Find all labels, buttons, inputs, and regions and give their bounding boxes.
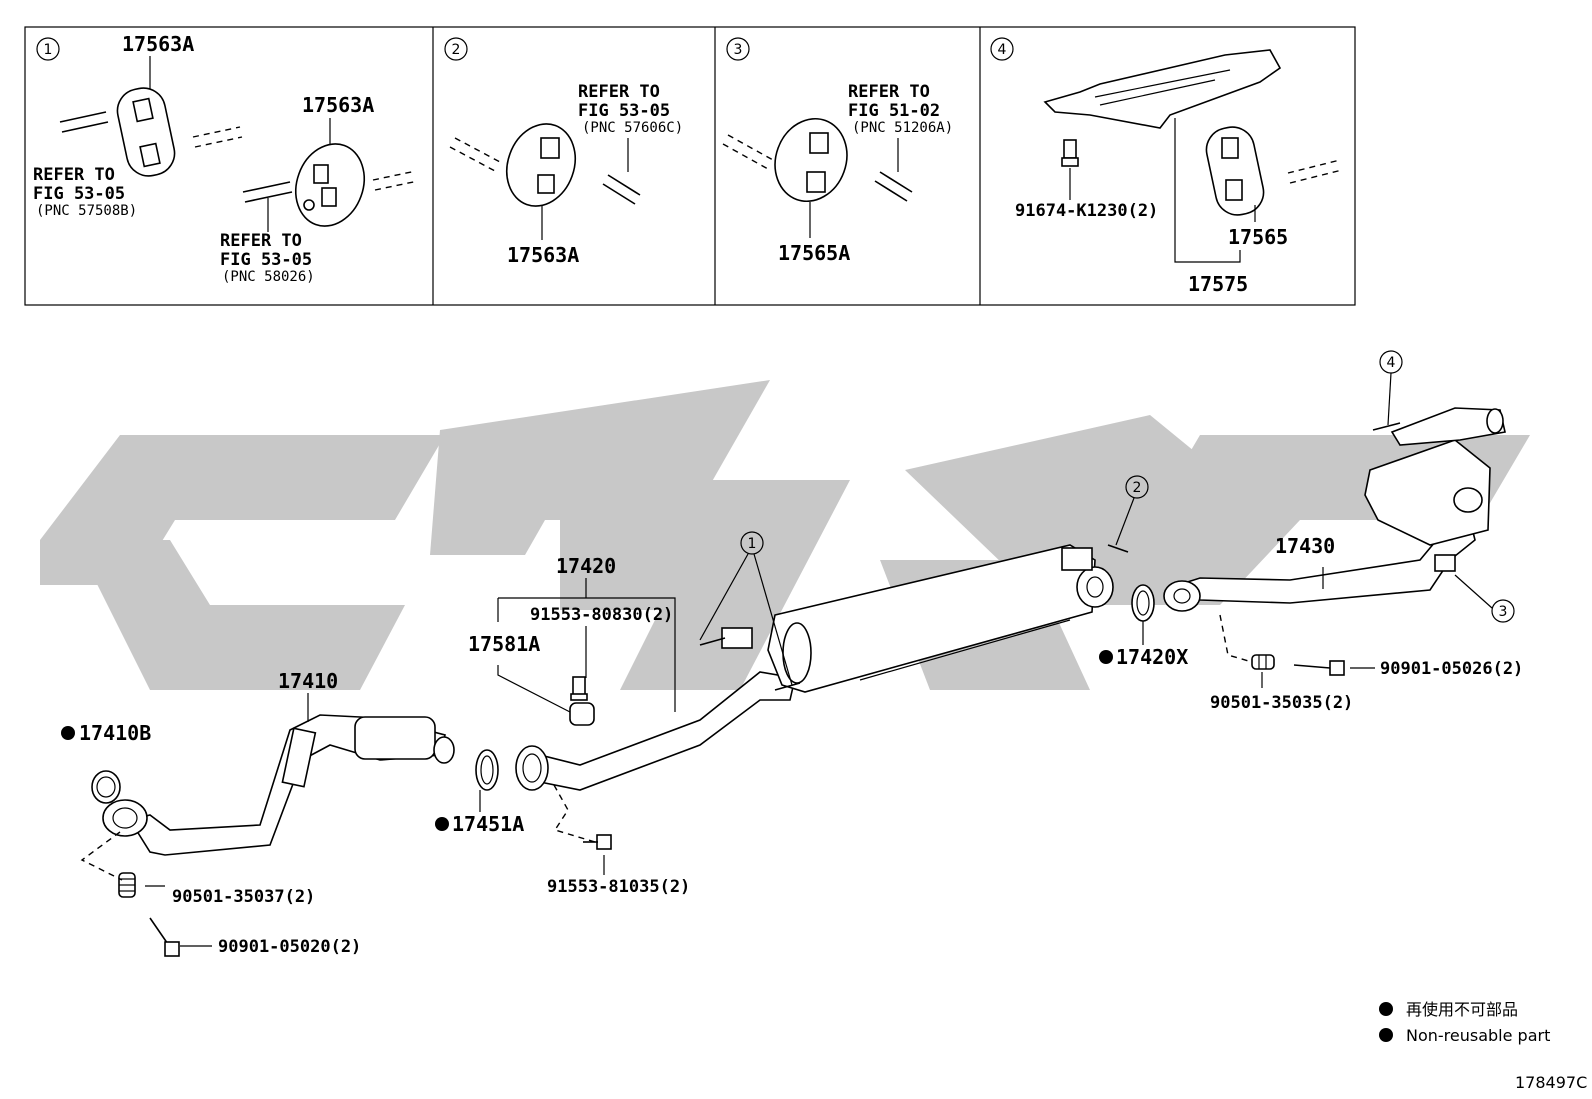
panel-1: 1 17563A REFER TO FIG 53-05 (PNC 57508B)… — [33, 32, 419, 285]
flange-icon — [102, 799, 148, 837]
panel-4: 4 91674-K1230(2) 17565 17575 — [990, 37, 1343, 296]
gasket-icon — [475, 749, 499, 791]
panel-1-ref-1-line1: REFER TO — [33, 165, 115, 185]
rubber-hanger-icon — [295, 143, 365, 227]
watermark-logo — [40, 380, 1530, 690]
panel-2-number: 2 — [452, 42, 461, 58]
rubber-hanger-icon — [116, 87, 176, 177]
panel-2-ref-line2: FIG 53-05 — [578, 101, 670, 121]
panel-1-part-a: 17563A — [122, 32, 194, 56]
label-91553-80830: 91553-80830(2) — [530, 605, 673, 625]
flange-icon — [1163, 580, 1201, 612]
legend-en: Non-reusable part — [1406, 1026, 1550, 1045]
label-17410B: 17410B — [79, 721, 151, 745]
pipe-support-icon — [569, 702, 595, 726]
legend-jp: 再使用不可部品 — [1406, 1000, 1518, 1019]
panel-1-number: 1 — [44, 42, 53, 58]
panel-4-number: 4 — [998, 42, 1007, 58]
panel-1-part-b: 17563A — [302, 93, 374, 117]
panel-2-ref-line1: REFER TO — [578, 82, 660, 102]
panel-1-ref-2-line3: (PNC 58026) — [222, 269, 315, 285]
panel-1-ref-1-line2: FIG 53-05 — [33, 184, 125, 204]
inset-panels — [24, 26, 1356, 306]
panel-4-part-bolt: 91674-K1230(2) — [1015, 201, 1158, 221]
label-90901-05026: 90901-05026(2) — [1380, 659, 1523, 679]
callout-1: 1 — [748, 536, 757, 552]
panel-4-part-assy: 17575 — [1188, 272, 1248, 296]
panel-2-ref-line3: (PNC 57606C) — [582, 120, 683, 136]
callout-2: 2 — [1133, 480, 1142, 496]
non-reusable-dot — [61, 726, 75, 740]
callout-3: 3 — [1499, 604, 1508, 620]
exhaust-assembly: 1 2 3 4 17410 17410B 90501-35037(2) 9090… — [61, 350, 1523, 957]
label-17430: 17430 — [1275, 534, 1335, 558]
legend: 再使用不可部品 Non-reusable part — [1379, 1000, 1550, 1045]
front-pipe — [102, 714, 455, 856]
panel-2: 2 REFER TO FIG 53-05 (PNC 57606C) 17563A — [444, 37, 683, 267]
label-90501-35037: 90501-35037(2) — [172, 887, 315, 907]
callout-4: 4 — [1387, 355, 1396, 371]
center-pipe-muffler — [515, 544, 1114, 791]
figure-code: 178497C — [1515, 1073, 1587, 1092]
bolt-icon — [570, 676, 588, 701]
label-17581A: 17581A — [468, 632, 540, 656]
rubber-hanger-icon — [1205, 126, 1265, 216]
rubber-hanger-icon — [774, 117, 848, 203]
bracket-icon — [1043, 49, 1282, 129]
label-90901-05020: 90901-05020(2) — [218, 937, 361, 957]
panel-4-part-hanger: 17565 — [1228, 225, 1288, 249]
bolt-icon — [583, 834, 612, 850]
panel-2-part: 17563A — [507, 243, 579, 267]
tail-pipe — [1163, 407, 1506, 612]
panel-3: 3 REFER TO FIG 51-02 (PNC 51206A) 17565A — [722, 37, 953, 265]
label-17410: 17410 — [278, 669, 338, 693]
label-91553-81035: 91553-81035(2) — [547, 877, 690, 897]
panel-3-part: 17565A — [778, 241, 850, 265]
panel-3-ref-line3: (PNC 51206A) — [852, 120, 953, 136]
catalytic-converter-icon — [354, 716, 436, 760]
panel-3-ref-line1: REFER TO — [848, 82, 930, 102]
bolt-icon — [149, 917, 180, 957]
panel-1-ref-2-line1: REFER TO — [220, 231, 302, 251]
non-reusable-dot — [435, 817, 449, 831]
bolt-icon — [1293, 660, 1345, 676]
panel-1-ref-1-line3: (PNC 57508B) — [36, 203, 137, 219]
gasket-icon — [91, 770, 121, 804]
sub-muffler-icon — [1364, 439, 1491, 546]
spring-icon — [1251, 654, 1275, 670]
spring-icon — [118, 872, 136, 898]
label-90501-35035: 90501-35035(2) — [1210, 693, 1353, 713]
label-17451A: 17451A — [452, 812, 524, 836]
panel-3-ref-line2: FIG 51-02 — [848, 101, 940, 121]
bolt-icon — [1061, 139, 1079, 167]
panel-1-ref-2-line2: FIG 53-05 — [220, 250, 312, 270]
panel-3-number: 3 — [734, 42, 743, 58]
label-17420X: 17420X — [1116, 645, 1188, 669]
label-17420: 17420 — [556, 554, 616, 578]
non-reusable-dot — [1099, 650, 1113, 664]
rubber-hanger-icon — [506, 123, 576, 207]
